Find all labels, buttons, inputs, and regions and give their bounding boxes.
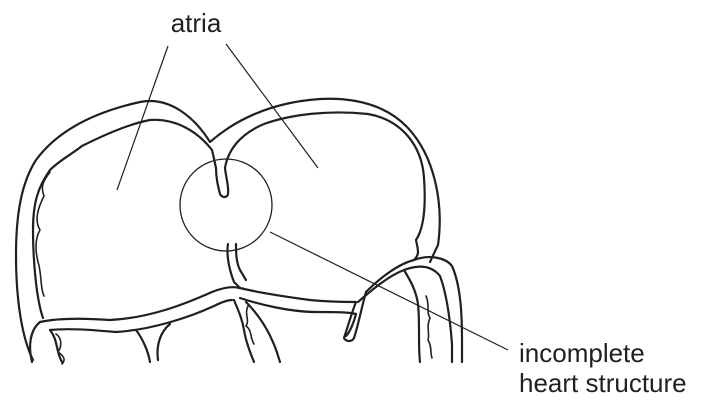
central-bridge-right-outer — [240, 288, 356, 302]
right-region-inner-wall — [404, 270, 420, 362]
central-ventricle-texture — [246, 306, 254, 344]
ventricle-septum-left — [136, 330, 150, 362]
right-region-texture — [426, 296, 432, 358]
label-incomplete: incomplete — [519, 338, 645, 368]
left-ventricle-top-outer — [40, 287, 240, 322]
right-region-inner — [358, 267, 452, 362]
right-atrium-inner-wall — [225, 112, 425, 260]
leader-line-atria-left — [117, 46, 168, 190]
outer-outline — [16, 99, 440, 360]
central-ventricle-wall-a — [234, 300, 254, 362]
central-bridge-right-inner — [240, 298, 356, 314]
leader-line-incomplete — [270, 232, 508, 350]
septum-upper-fold — [216, 168, 228, 197]
ventricle-septum-curve-a — [158, 324, 171, 360]
leader-line-atria-right — [226, 44, 318, 168]
left-atrium-inner-wall — [33, 120, 216, 318]
label-atria: atria — [171, 8, 222, 38]
label-heart-structure: heart structure — [519, 368, 687, 398]
left-ventricle-wall-outer-left — [30, 322, 40, 362]
